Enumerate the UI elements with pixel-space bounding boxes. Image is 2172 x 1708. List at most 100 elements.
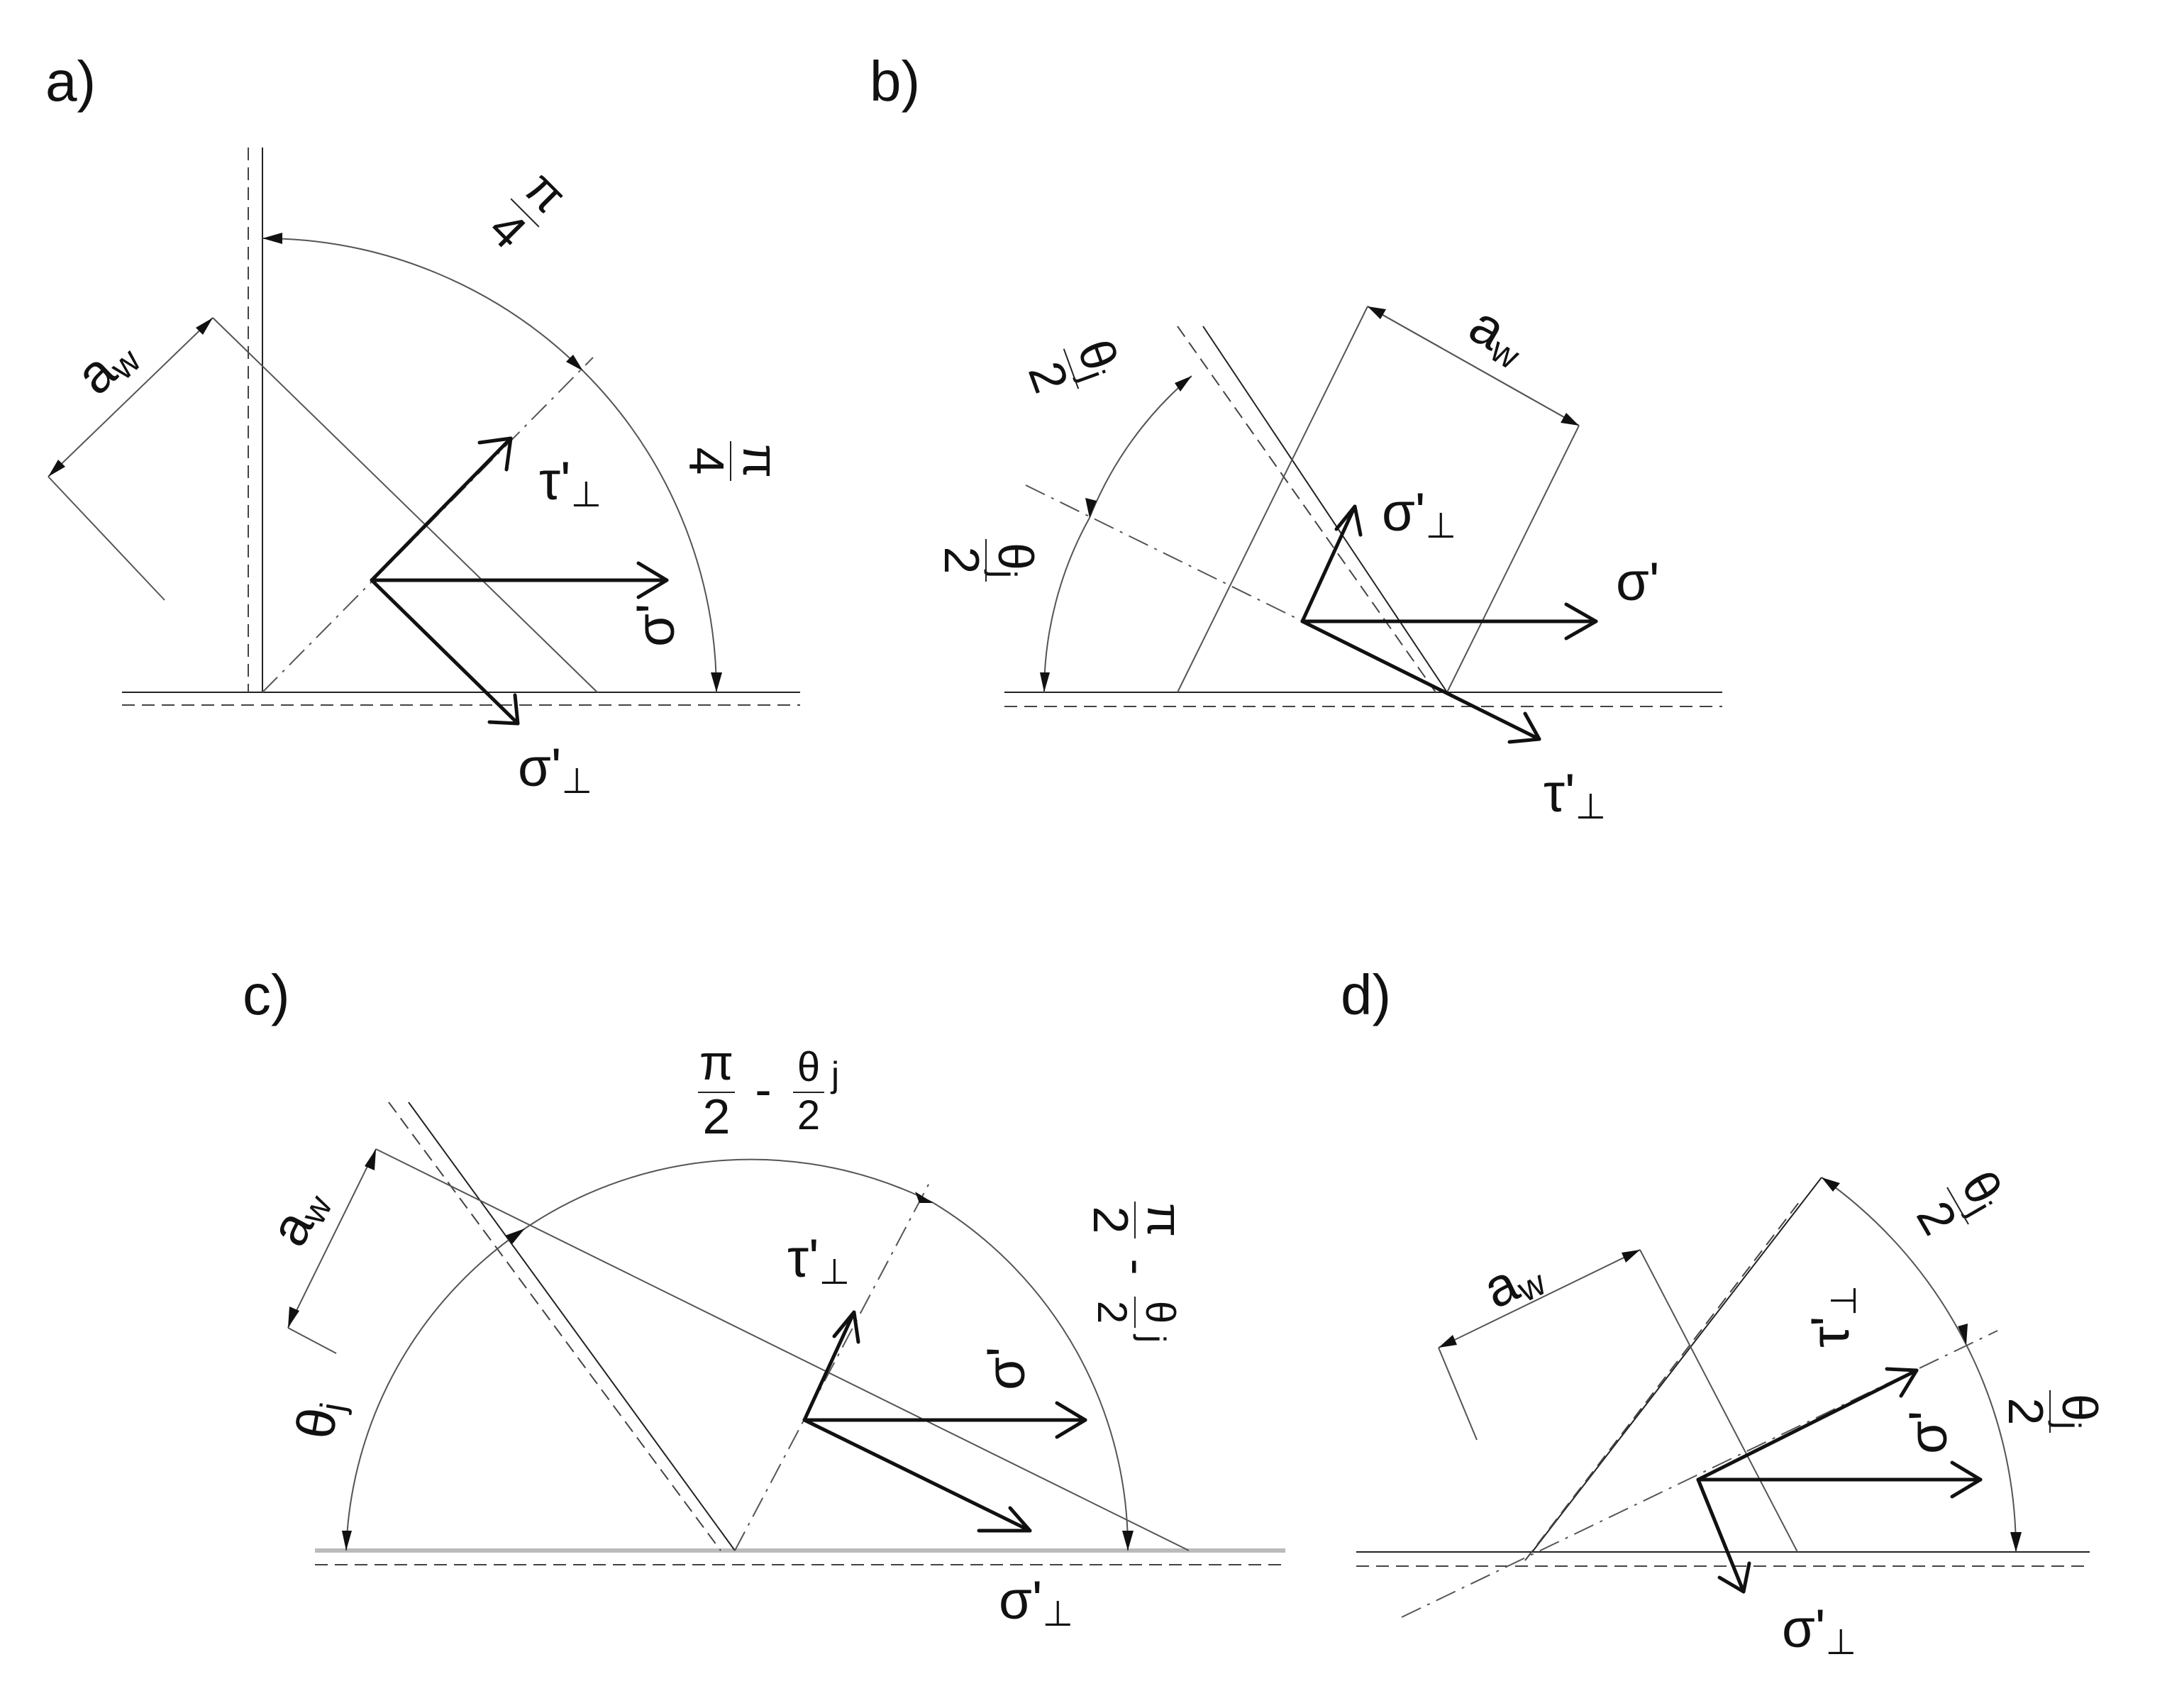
- panel-d-plate-line: [1531, 1177, 1822, 1553]
- panel-c-angle-left-label: θj: [284, 1396, 353, 1444]
- panel-b-plate-line: [1202, 326, 1448, 693]
- panel-d-arc-arrowhead: [1822, 1177, 1840, 1192]
- panel-c-sigma-perp-arrowhead: [977, 1506, 1032, 1533]
- panel-a-sigma-label: σ': [626, 604, 686, 647]
- panel-a-aw-extension: [48, 476, 165, 601]
- panel-c-arc-arrowhead: [1122, 1531, 1134, 1551]
- panel-d-arc-arrowhead: [2010, 1532, 2022, 1552]
- panel-d-aw-dimension: [1438, 1249, 1641, 1348]
- panel-b-angle-bottom-label: θj 2: [934, 539, 1043, 582]
- panel-c-tau-arrowhead: [832, 1310, 860, 1344]
- svg-text:π: π: [733, 444, 788, 478]
- panel-c-sigma-perp-label: σ'⊥: [999, 1570, 1073, 1634]
- panel-c-plate-line: [408, 1102, 736, 1551]
- panel-b-tau-label: τ'⊥: [1544, 763, 1606, 826]
- panel-b-sigma-perp-label: σ'⊥: [1382, 482, 1456, 545]
- panel-d: d) aw θj 2 θj 2: [1341, 963, 2107, 1662]
- panel-a-label: a): [45, 50, 96, 113]
- panel-d-aw-extension: [1438, 1347, 1478, 1441]
- panel-c-tau-vector: [802, 1310, 856, 1422]
- panel-b-angle-top-label: θj 2: [1018, 333, 1129, 399]
- panel-d-arc-arrowhead: [1958, 1324, 1968, 1345]
- panel-a-sigma-arrowhead: [636, 561, 669, 599]
- panel-d-aw-label: aw: [1474, 1241, 1552, 1323]
- panel-b: b) aw θj 2 θj 2: [870, 50, 1722, 826]
- panel-b-angle-arc-top: [1089, 375, 1192, 518]
- panel-d-sigma-arrowhead: [1950, 1460, 1983, 1499]
- panel-b-arc-arrowhead: [1040, 672, 1050, 692]
- panel-c-label: c): [243, 963, 290, 1026]
- panel-c-arc-arrowhead: [915, 1192, 933, 1203]
- panel-d-sigma-perp-vector: [1696, 1477, 1746, 1594]
- panel-a-sigma-perp-vector: [370, 578, 520, 726]
- panel-d-tau-vector: [1696, 1368, 1919, 1482]
- panel-a-arc-arrowhead: [711, 672, 722, 692]
- svg-text:2: 2: [1018, 355, 1080, 399]
- svg-text:2: 2: [1089, 1301, 1135, 1324]
- svg-text:-: -: [755, 1062, 771, 1117]
- panel-c-arc-arrowhead: [342, 1531, 352, 1551]
- panel-d-tau-arrowhead: [1885, 1367, 1919, 1398]
- panel-c-aw-dimension: [287, 1148, 377, 1329]
- panel-b-aw-dimension: [1367, 306, 1580, 426]
- panel-a-aw-label: aw: [65, 323, 149, 408]
- panel-d-sigma-perp-label: σ'⊥: [1782, 1599, 1856, 1662]
- svg-text:j: j: [830, 1055, 839, 1094]
- panel-b-arc-arrowhead: [1175, 376, 1192, 392]
- panel-b-weld-face: [1446, 425, 1580, 693]
- svg-text:θj: θj: [984, 543, 1043, 578]
- panel-d-sigma-perp-arrowhead: [1717, 1561, 1751, 1594]
- svg-text:θ: θ: [1137, 1301, 1183, 1324]
- panel-d-angle-top-label: θj 2: [1906, 1162, 2012, 1244]
- panel-d-tau-label: τ'⊥: [1800, 1285, 1863, 1348]
- panel-b-tau-arrowhead: [1507, 711, 1541, 744]
- panel-a-tau-label: τ'⊥: [539, 451, 602, 514]
- svg-text:4: 4: [679, 448, 734, 475]
- panel-a-weld-face: [212, 317, 598, 693]
- panel-a-sigma-perp-label: σ'⊥: [518, 738, 592, 801]
- panel-c-angle-arc-top: [524, 1158, 934, 1229]
- panel-b-weld-edge: [1177, 306, 1368, 693]
- panel-c: c) aw θj π 2 - θ 2: [243, 963, 1285, 1634]
- panel-a: a) aw π 4 π 4: [45, 50, 800, 801]
- panel-c-angle-arc-right: [933, 1202, 1129, 1551]
- panel-d-angle-arc-top: [1821, 1177, 1967, 1346]
- svg-text:2: 2: [1083, 1207, 1138, 1234]
- panel-c-arc-arrowhead: [505, 1229, 525, 1244]
- panel-d-label: d): [1341, 963, 1391, 1026]
- panel-d-angle-bottom-label: θj 2: [1998, 1390, 2107, 1433]
- panel-c-angle-right-label: π 2 - θ 2 j: [1083, 1202, 1192, 1343]
- panel-b-sigma-perp-arrowhead: [1334, 504, 1363, 537]
- panel-c-sigma-perp-vector: [802, 1418, 1032, 1533]
- panel-b-angle-arc-bottom: [1043, 517, 1090, 693]
- panel-b-label: b): [870, 50, 920, 113]
- panel-b-tau-vector: [1300, 619, 1541, 741]
- panel-d-plate-dashed: [1524, 1198, 1802, 1561]
- panel-a-aw-dimension: [48, 317, 214, 477]
- panel-a-tau-arrowhead: [477, 436, 513, 472]
- svg-text:π: π: [699, 1035, 733, 1090]
- panel-a-aw-arrowhead: [48, 460, 65, 477]
- panel-c-aw-arrowhead: [365, 1149, 376, 1170]
- panel-b-plate-dashed: [1177, 326, 1436, 693]
- panel-a-tau-vector: [370, 436, 513, 582]
- panel-a-sigma-perp-arrowhead: [487, 693, 520, 726]
- svg-text:2: 2: [1906, 1192, 1968, 1244]
- panel-b-arc-arrowhead: [1085, 498, 1097, 518]
- panel-b-sigma-perp-vector: [1300, 504, 1357, 623]
- panel-a-angle-arc-top: [262, 238, 584, 372]
- svg-text:2: 2: [934, 547, 990, 575]
- panel-b-sigma-label: σ': [1616, 552, 1659, 612]
- panel-a-angle-arc-bottom: [582, 370, 717, 693]
- panel-a-arc-arrowhead: [262, 233, 282, 244]
- panel-d-sigma-label: σ': [1898, 1411, 1958, 1454]
- svg-text:θj: θj: [2048, 1394, 2107, 1429]
- panel-d-aw-arrowhead: [1439, 1335, 1457, 1348]
- panel-d-angle-arc-bottom: [1966, 1344, 2017, 1553]
- panel-a-arc-arrowhead: [566, 355, 583, 371]
- panel-c-plate-dashed: [388, 1102, 721, 1551]
- svg-text:-: -: [1110, 1258, 1165, 1275]
- panel-c-aw-label: aw: [258, 1177, 340, 1257]
- panel-d-weld-face: [1639, 1249, 1798, 1553]
- panel-c-aw-extension: [287, 1327, 337, 1354]
